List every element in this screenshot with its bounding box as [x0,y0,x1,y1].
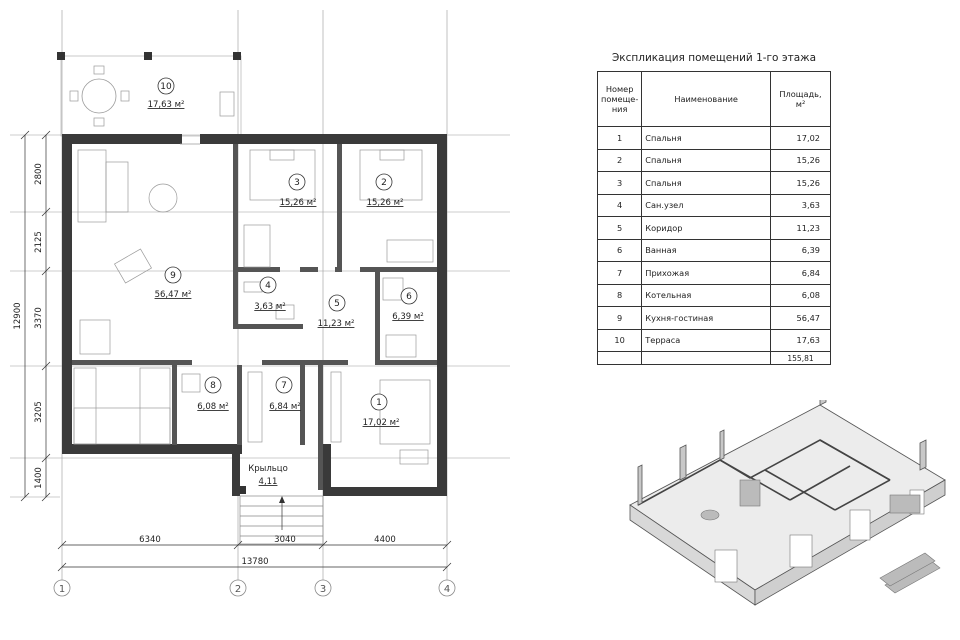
svg-text:3040: 3040 [274,535,296,545]
furniture [73,143,434,465]
svg-text:8: 8 [210,381,216,391]
room-label-4: 4 3,63 м² [254,276,286,312]
svg-text:Крыльцо: Крыльцо [248,464,288,474]
svg-text:17,02 м²: 17,02 м² [363,418,400,428]
svg-text:3,63 м²: 3,63 м² [254,302,285,312]
svg-text:4400: 4400 [374,535,396,545]
terrace [57,52,242,137]
outer-walls [62,134,447,496]
header-name: Наименование [641,71,771,127]
svg-text:4: 4 [444,584,450,595]
svg-text:12900: 12900 [13,302,23,329]
svg-text:7: 7 [281,381,287,391]
svg-text:56,47 м²: 56,47 м² [155,290,192,300]
room-label-2: 2 15,26 м² [367,173,404,208]
svg-text:9: 9 [170,271,176,281]
svg-text:2125: 2125 [34,231,44,253]
svg-text:3: 3 [320,584,326,595]
room-labels: 1 17,02 м² 2 15,26 м² 3 15,26 м² 4 3,63 … [148,77,424,487]
svg-text:6340: 6340 [139,535,161,545]
svg-text:2: 2 [235,584,241,595]
svg-text:2: 2 [381,178,387,188]
svg-text:6,84 м²: 6,84 м² [269,402,300,412]
svg-text:6,39 м²: 6,39 м² [392,312,423,322]
table-total-row: 155,81 [596,351,831,365]
table-header: Номер помеще-ния Наименование Площадь, м… [596,71,831,127]
svg-text:11,23 м²: 11,23 м² [318,319,355,329]
svg-text:5: 5 [334,299,340,309]
svg-text:4: 4 [265,281,271,291]
explication-table: Номер помеще-ния Наименование Площадь, м… [596,71,831,365]
room-label-7: 7 6,84 м² [269,376,301,412]
isometric-view [629,400,946,606]
header-num: Номер помеще-ния [596,71,643,127]
room-label-6: 6 6,39 м² [392,287,424,322]
svg-text:3: 3 [294,178,300,188]
header-area: Площадь, м² [770,71,831,127]
room-label-3: 3 15,26 м² [280,173,317,208]
svg-text:10: 10 [160,82,172,92]
room-label-5: 5 11,23 м² [318,294,355,329]
svg-text:6,08 м²: 6,08 м² [197,402,228,412]
explication-title: Экспликация помещений 1-го этажа [611,52,817,64]
room-label-10: 10 17,63 м² [148,77,185,110]
dimensions-left: 2800 2125 3370 3205 1400 12900 [13,130,51,502]
svg-text:3370: 3370 [34,307,44,329]
porch-steps [239,486,324,545]
svg-text:1: 1 [59,584,65,595]
svg-text:4,11: 4,11 [259,477,278,487]
svg-text:6: 6 [406,292,412,302]
room-label-9: 9 56,47 м² [155,266,192,300]
floor-plan: 1 17,02 м² 2 15,26 м² 3 15,26 м² 4 3,63 … [10,10,510,597]
inner-walls [72,144,437,490]
svg-text:3205: 3205 [34,401,44,423]
svg-text:15,26 м²: 15,26 м² [280,198,317,208]
svg-text:1: 1 [376,398,382,408]
svg-text:15,26 м²: 15,26 м² [367,198,404,208]
svg-text:13780: 13780 [241,557,268,567]
dimensions-bottom: 6340 3040 4400 13780 [57,535,452,572]
porch-label: Крыльцо 4,11 [248,464,288,487]
svg-text:2800: 2800 [34,163,44,185]
room-label-1: 1 17,02 м² [363,393,400,428]
svg-text:1400: 1400 [34,467,44,489]
svg-text:17,63 м²: 17,63 м² [148,100,185,110]
room-label-8: 8 6,08 м² [197,376,229,412]
axis-markers: 1 2 3 4 [53,579,456,597]
